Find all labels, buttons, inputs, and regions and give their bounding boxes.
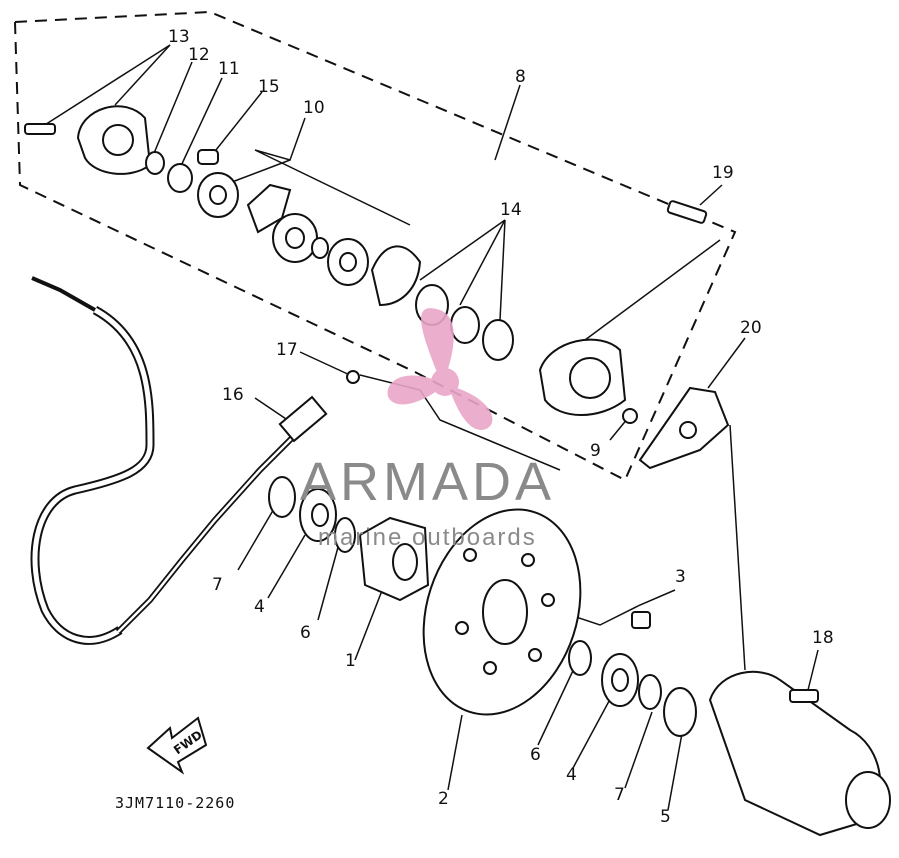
callout-4-left: 4 [254, 597, 265, 617]
watermark-tagline: marine outboards [318, 524, 537, 551]
callout-19: 19 [712, 163, 734, 183]
callout-17: 17 [276, 340, 298, 360]
leader-lines [39, 44, 819, 811]
callout-2: 2 [438, 789, 449, 809]
callout-14: 14 [500, 200, 522, 220]
throttle-cable [30, 276, 303, 645]
callout-9: 9 [590, 441, 601, 461]
callout-12: 12 [188, 45, 210, 65]
upper-mechanism-parts [24, 105, 708, 424]
callout-labels: 13 12 11 15 10 8 19 14 20 17 16 9 3 18 7… [168, 27, 834, 827]
callout-10: 10 [303, 98, 325, 118]
callout-11: 11 [218, 59, 240, 79]
lower-assembly-parts [268, 476, 891, 837]
cable-adjuster [278, 395, 328, 443]
callout-8: 8 [515, 67, 526, 87]
callout-15: 15 [258, 77, 280, 97]
callout-1: 1 [345, 651, 356, 671]
callout-20: 20 [740, 318, 762, 338]
callout-13: 13 [168, 27, 190, 47]
diagram-code: 3JM7110-2260 [115, 794, 235, 812]
callout-3: 3 [675, 567, 686, 587]
watermark-brand: ARMADA [300, 452, 555, 512]
callout-7-left: 7 [212, 575, 223, 595]
assembly-boundary-dashed [13, 10, 737, 482]
callout-5: 5 [660, 807, 671, 827]
callout-16: 16 [222, 385, 244, 405]
bracket-hole [679, 421, 697, 439]
callout-7-right: 7 [614, 785, 625, 805]
armada-logo [387, 308, 493, 430]
callout-6-right: 6 [530, 745, 541, 765]
callout-18: 18 [812, 628, 834, 648]
fwd-arrow-icon: FWD [146, 716, 208, 775]
callout-4-right: 4 [566, 765, 577, 785]
part-17-spring [346, 370, 360, 384]
callout-6-left: 6 [300, 623, 311, 643]
